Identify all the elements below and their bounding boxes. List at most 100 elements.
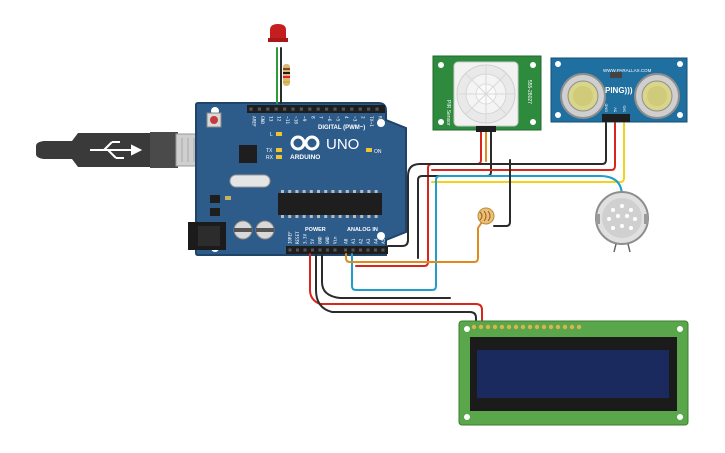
digital-pin-hole[interactable] [325,107,329,111]
digital-pin-hole[interactable] [308,107,312,111]
pir-sensor[interactable]: PIR Sensor 555-28027 [432,55,542,132]
rx-led-label: RX [266,155,274,161]
digital-pin-hole[interactable] [367,107,371,111]
power-header-label: POWER [305,227,326,233]
lcd-pin[interactable] [471,324,477,330]
capacitor-icon [233,220,275,240]
lcd-pin[interactable] [548,324,554,330]
digital-pin-hole[interactable] [266,107,270,111]
gas-sensor[interactable] [595,191,649,253]
usb-chip [239,145,257,163]
lcd-pin[interactable] [478,324,484,330]
digital-pin-label: 7 [318,116,324,119]
digital-pin-hole[interactable] [291,107,295,111]
power-pin-hole[interactable] [351,248,355,252]
power-pin-hole[interactable] [366,248,370,252]
power-pin-hole[interactable] [333,248,337,252]
lcd-pin[interactable] [492,324,498,330]
power-pin-label: RESET [295,231,300,244]
digital-pin-hole[interactable] [274,107,278,111]
red-led[interactable] [268,24,288,42]
digital-pin-label: TX→1 [368,116,374,127]
power-pin-hole[interactable] [374,248,377,252]
power-pin-hole[interactable] [303,248,307,252]
wire-ping-yellow [431,120,625,183]
ping-pin-label: SIG [623,105,627,112]
usb-symbol-icon [90,141,143,159]
digital-pin-label: 12 [276,116,282,122]
lcd-pin[interactable] [562,324,568,330]
l-led-label: L [270,132,273,138]
power-pin-hole[interactable] [326,248,329,252]
lcd-pin[interactable] [485,324,491,330]
digital-pin-hole[interactable] [283,107,287,111]
lcd-pin[interactable] [569,324,575,330]
wire-lcd-black-1 [315,253,477,323]
wire-gas-blue [351,175,623,291]
power-pin-hole[interactable] [318,248,322,252]
analog-pin-label: A4 [374,238,380,244]
digital-pin-hole[interactable] [316,107,320,111]
lcd-pin[interactable] [513,324,519,330]
power-pin-hole[interactable] [381,248,385,252]
ping-label: PING))) [605,86,633,95]
power-pin-hole[interactable] [296,248,299,252]
lcd-pin[interactable] [541,324,547,330]
digital-pin-hole[interactable] [299,107,303,111]
digital-pin-hole[interactable] [333,107,337,111]
power-pin-hole[interactable] [311,248,314,252]
digital-pin-hole[interactable] [375,107,379,111]
digital-pin-label: 8 [309,116,315,119]
lcd-pin[interactable] [576,324,582,330]
wire-ping-red [431,120,616,171]
wire-board-black-2 [387,163,421,247]
digital-pin-label: ~10 [293,116,299,124]
analog-pin-label: A3 [366,238,372,244]
digital-pin-hole[interactable] [341,107,345,111]
power-pin-hole[interactable] [344,248,347,252]
lcd-pin[interactable] [527,324,533,330]
digital-pin-label: GND [259,116,265,124]
lcd-pin[interactable] [499,324,505,330]
wire-ping-black [419,120,607,165]
arduino-brand-label: ARDUINO [290,154,320,161]
lcd-pin[interactable] [520,324,526,330]
lcd-pin[interactable] [506,324,512,330]
resistor[interactable] [283,64,290,86]
wire-gas-black [493,159,511,227]
power-pin-label: IOREF [288,231,293,244]
analog-pin-label: A1 [351,238,357,244]
digital-pin-hole[interactable] [257,107,261,111]
power-pin-label: 3.3V [303,233,308,244]
digital-header [247,105,385,113]
pir-side-label-right: 555-28027 [526,80,532,104]
power-pin-hole[interactable] [288,248,292,252]
digital-pin-hole[interactable] [249,107,253,111]
power-pin-label: Vin [333,236,338,244]
analog-header [342,246,388,254]
pir-side-label-left: PIR Sensor [445,100,451,126]
wire-ldr-orange [345,221,483,263]
digital-pin-label: 13 [267,116,273,122]
digital-pin-label: 2 [360,116,366,119]
digital-pin-label: 4 [343,116,349,119]
atmega-chip [278,193,382,215]
lcd-pin[interactable] [534,324,540,330]
analog-pin-label: A2 [359,238,365,244]
lcd-pin[interactable] [555,324,561,330]
lcd-16x2-display[interactable] [458,320,689,426]
power-pin-label: 5V [310,238,315,244]
digital-pin-hole[interactable] [350,107,354,111]
power-pin-hole[interactable] [359,248,362,252]
arduino-logo-icon [290,135,320,151]
ping-brand-label: WWW.PARALLAX.COM [603,68,652,73]
power-pin-label: GND [318,236,323,244]
photoresistor[interactable] [477,207,495,225]
analog-pin-label: A5 [381,238,387,244]
digital-pin-hole[interactable] [358,107,362,111]
digital-pin-label: AREF [251,116,257,127]
digital-pin-label: RX←0 [377,116,383,127]
